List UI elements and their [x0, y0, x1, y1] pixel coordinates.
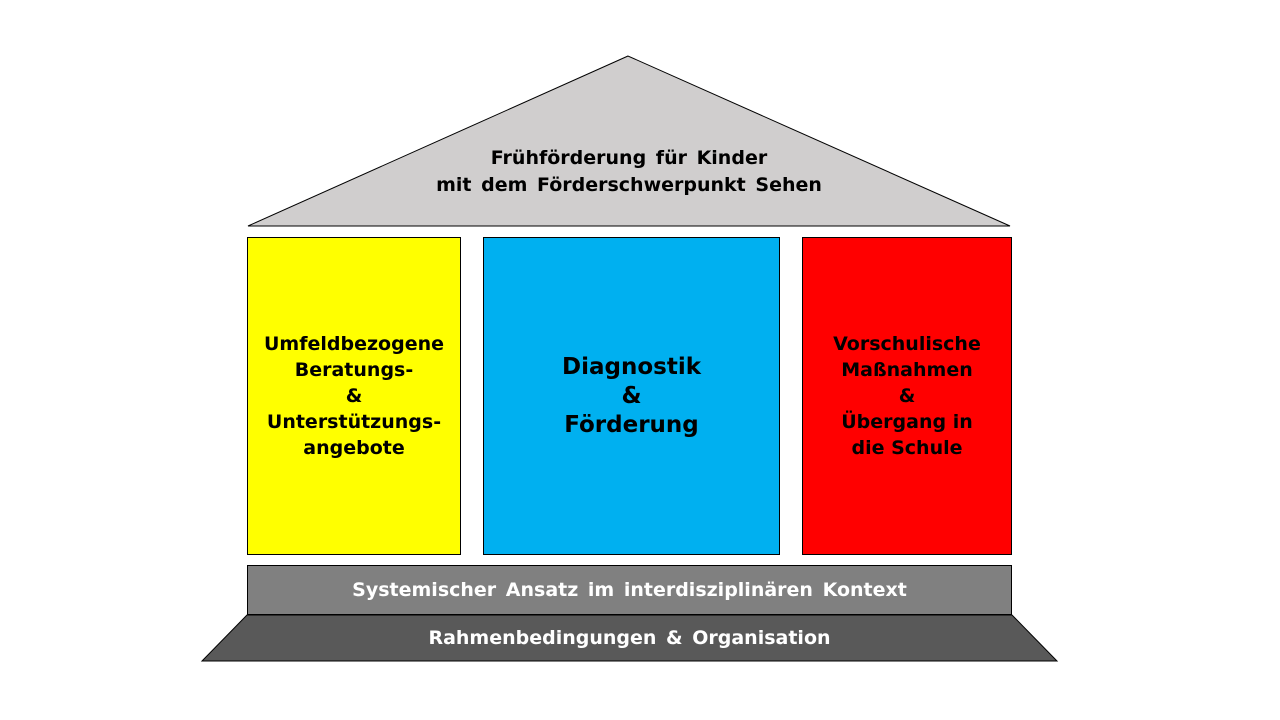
foundation-trapezoid	[200, 614, 1059, 662]
roof-triangle	[247, 55, 1011, 227]
pillar-right-line-1: Vorschulische	[833, 333, 981, 355]
roof-title-line-1: Frühförderung für Kinder	[490, 147, 768, 169]
pillar-diagnostics-support: Diagnostik & Förderung	[483, 237, 780, 555]
pillar-right-line-3: &	[898, 385, 916, 407]
pillar-center-line-1: Diagnostik	[562, 353, 701, 380]
pillar-left-line-1: Umfeldbezogene	[264, 333, 444, 355]
pillar-counseling-support: Umfeldbezogene Beratungs- & Unterstützun…	[247, 237, 461, 555]
pillar-left-line-5: angebote	[303, 437, 405, 459]
pillar-center-line-3: Förderung	[564, 411, 699, 438]
systemic-approach-bar: Systemischer Ansatz im interdisziplinäre…	[247, 565, 1012, 615]
pillar-preschool-transition: Vorschulische Maßnahmen & Übergang in di…	[802, 237, 1012, 555]
roof-title-line-2: mit dem Förderschwerpunkt Sehen	[436, 174, 822, 196]
pillar-right-line-5: die Schule	[851, 437, 963, 459]
pillar-left-line-3: &	[345, 385, 363, 407]
pillar-left-line-4: Unterstützungs-	[266, 411, 442, 433]
roof-title: Frühförderung für Kinder mit dem Förders…	[248, 145, 1010, 199]
foundation-label: Rahmenbedingungen & Organisation	[428, 627, 831, 649]
pillar-right-line-4: Übergang in	[841, 411, 973, 433]
pillar-center-line-2: &	[621, 382, 642, 409]
pillar-right-line-2: Maßnahmen	[841, 359, 973, 381]
pillar-left-line-2: Beratungs-	[294, 359, 414, 381]
